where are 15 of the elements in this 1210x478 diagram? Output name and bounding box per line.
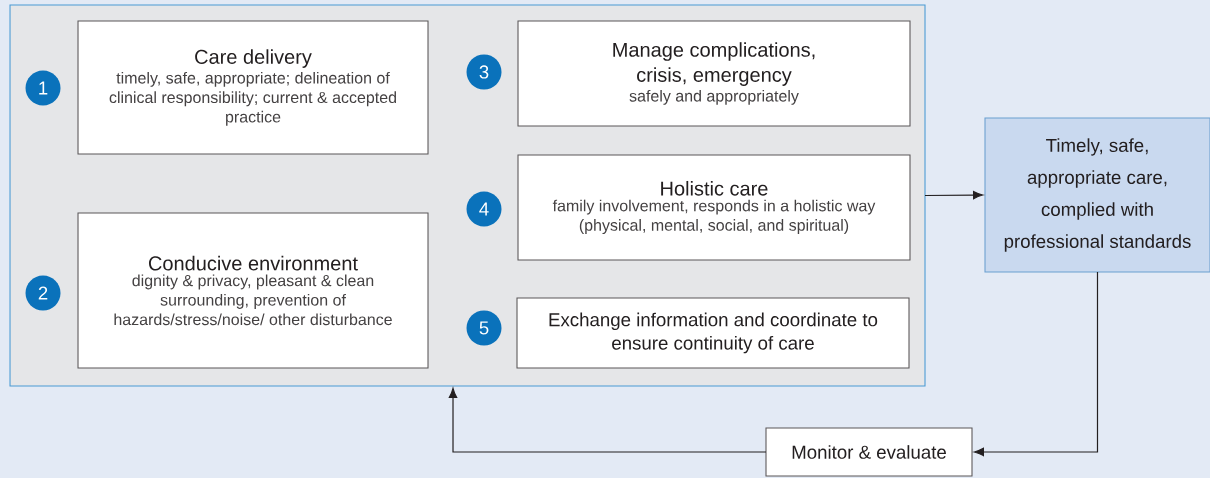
text-box: Conducive environment dignity & privacy, pleasant & clean surrounding, prevention of hazards/stress/noise/ other disturbance <box>77 212 429 369</box>
text-box: Manage complications, crisis, emergency safely and appropriately <box>517 20 911 127</box>
text-box: Holistic care family involvement, responds in a holistic way (physical, mental, social, and spiritual) <box>517 154 911 261</box>
number-badge: 3 <box>466 54 502 90</box>
number-badge: 2 <box>25 275 61 311</box>
arrow <box>448 387 767 453</box>
arrow <box>973 271 1099 457</box>
outcome-box: Timely, safe, appropriate care, complied with professional standards <box>984 117 1210 273</box>
process-box: Monitor & evaluate <box>765 427 973 477</box>
text-box: Care delivery timely, safe, appropriate; delineation of clinical responsibility; current & accepted practice <box>77 20 429 155</box>
arrow <box>924 190 984 200</box>
number-badge: 1 <box>25 70 61 106</box>
text-box: Exchange information and coordinate to ensure continuity of care <box>516 297 910 369</box>
number-badge: 4 <box>466 191 502 227</box>
number-badge: 5 <box>466 310 502 346</box>
